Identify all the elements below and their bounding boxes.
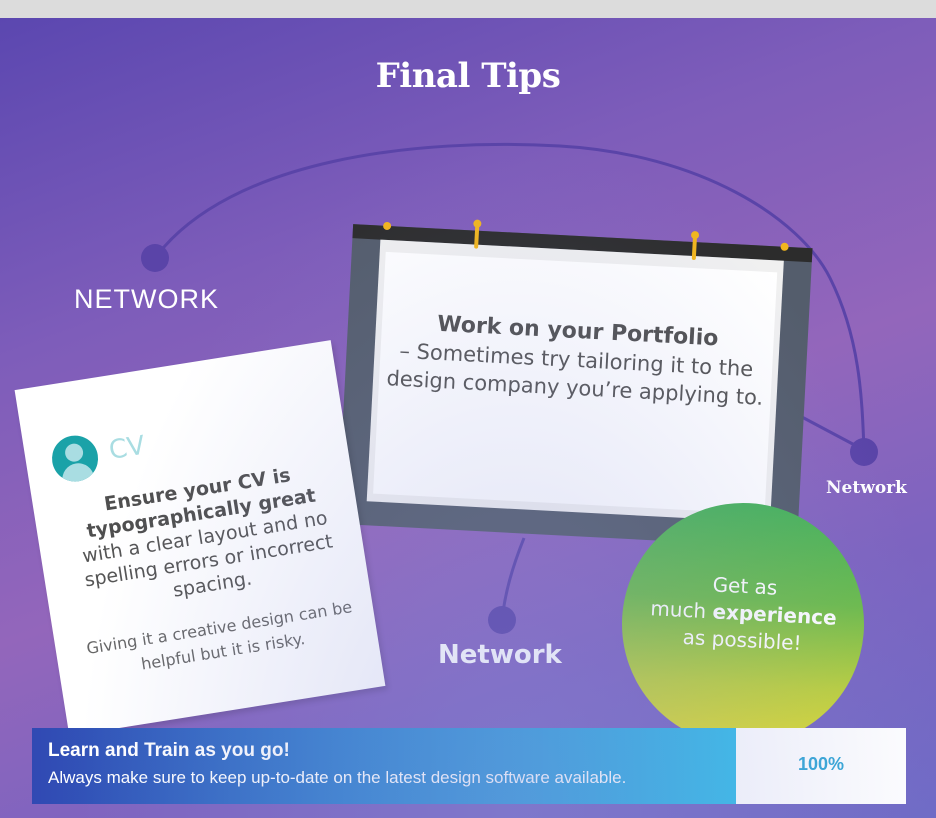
experience-line1: Get as [712,572,778,600]
network-node-left [141,244,169,272]
network-node-bottom [488,606,516,634]
cv-main-text: Ensure your CV is typographically great … [52,455,357,619]
experience-post: as possible! [682,624,803,656]
network-label-left: NETWORK [74,284,219,314]
user-avatar-icon [48,432,102,485]
progress-value: 100% [797,754,845,774]
banner-subtitle: Always make sure to keep up-to-date on t… [48,768,627,787]
cv-label: CV [106,430,148,466]
infographic-canvas: Final Tips NETWORK Network Network Work … [0,18,936,818]
network-node-right [850,438,878,466]
network-label-bottom: Network [438,640,562,670]
page-title: Final Tips [375,56,561,96]
experience-bold: experience [711,599,838,630]
learn-train-banner: Learn and Train as you go! Always make s… [32,728,736,804]
experience-text: Get as much experience as possible! [621,567,867,661]
network-label-right: Network [826,478,907,498]
banner-title: Learn and Train as you go! [48,740,290,761]
portfolio-board: Work on your Portfolio – Sometimes try t… [337,221,813,548]
cv-card: CV Ensure your CV is typographically gre… [14,340,386,736]
browser-top-bar [0,0,936,18]
experience-pre: much [649,596,714,624]
progress-box: 100% [736,728,906,804]
network-lines [141,142,878,634]
